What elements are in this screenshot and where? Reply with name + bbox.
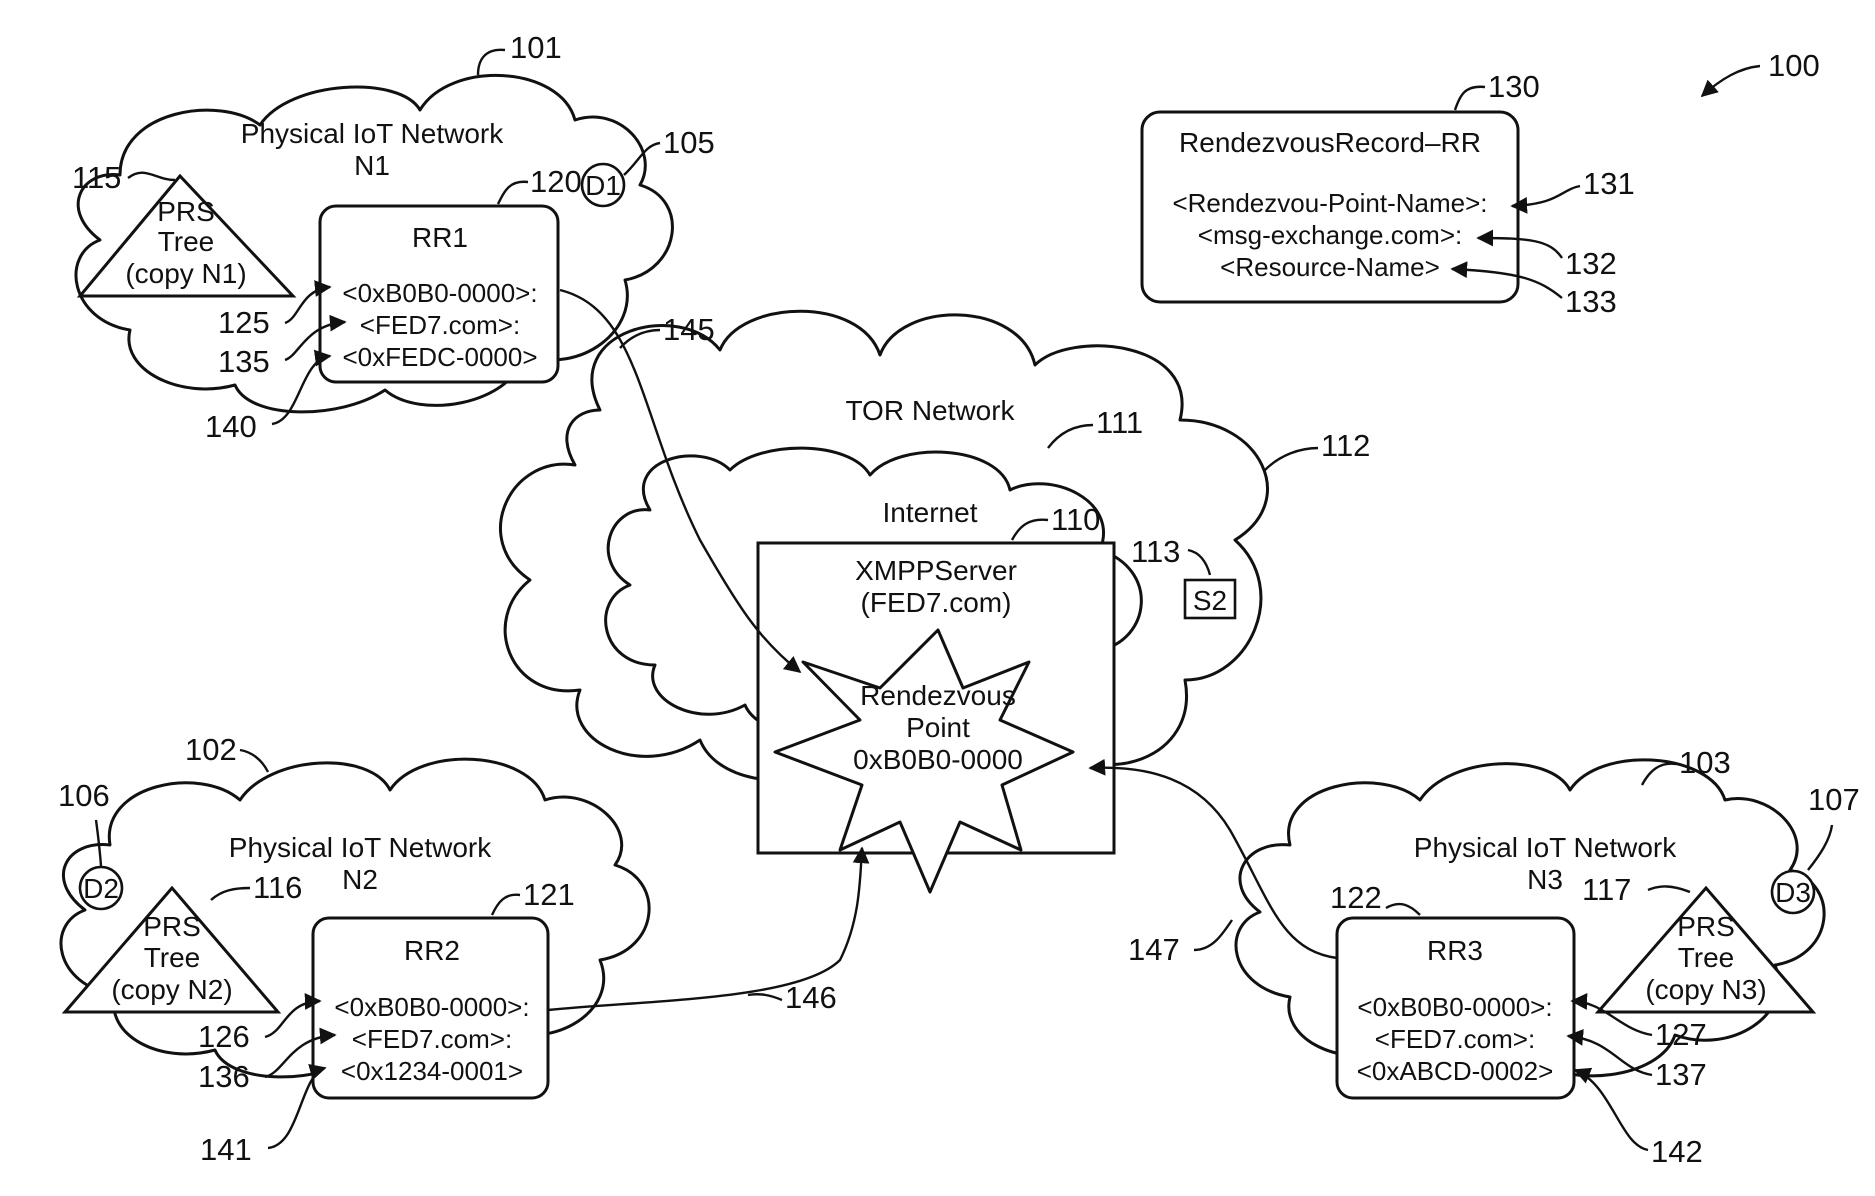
rr1-title: RR1: [412, 222, 468, 253]
prs-tree-n2-line1: PRS: [143, 911, 201, 942]
prs-tree-n2-line3: (copy N2): [111, 974, 232, 1005]
ref-137: 137: [1655, 1057, 1707, 1092]
leader-101: [478, 50, 505, 75]
rr2-title: RR2: [404, 935, 460, 966]
ref-122: 122: [1330, 880, 1382, 915]
network-n3-name: N3: [1527, 864, 1563, 895]
ref-125: 125: [218, 305, 270, 340]
internet-label: Internet: [883, 497, 978, 528]
network-n3-title: Physical IoT Network: [1414, 832, 1677, 863]
ref-116: 116: [253, 870, 302, 905]
ref-112: 112: [1321, 428, 1370, 463]
ref-115: 115: [72, 160, 121, 195]
ref-145: 145: [663, 312, 715, 347]
xmpp-server-line2: (FED7.com): [861, 587, 1012, 618]
xmpp-server-line1: XMPPServer: [855, 555, 1017, 586]
leader-107: [1808, 825, 1832, 870]
ref-101: 101: [510, 30, 562, 65]
prs-tree-n3-line1: PRS: [1677, 911, 1735, 942]
leader-102: [240, 750, 268, 772]
rr-line-3: <Resource-Name>: [1220, 252, 1440, 282]
rr-line-2: <msg-exchange.com>:: [1198, 220, 1462, 250]
prs-tree-n1-line3: (copy N1): [125, 258, 246, 289]
ref-132: 132: [1565, 246, 1617, 281]
ref-127: 127: [1655, 1017, 1707, 1052]
rr-line-1: <Rendezvou-Point-Name>:: [1172, 188, 1487, 218]
rr3-line-1: <0xB0B0-0000>:: [1357, 992, 1552, 1022]
rr3-line-3: <0xABCD-0002>: [1357, 1056, 1554, 1086]
ref-113: 113: [1131, 534, 1180, 569]
ref-130: 130: [1488, 69, 1540, 104]
network-n2-title: Physical IoT Network: [229, 832, 492, 863]
ref-107: 107: [1808, 782, 1860, 817]
network-n2-name: N2: [342, 864, 378, 895]
figure-100-arrow: [1702, 66, 1760, 96]
ref-131: 131: [1583, 166, 1635, 201]
ref-110: 110: [1051, 502, 1100, 537]
ref-103: 103: [1679, 745, 1731, 780]
prs-tree-n3-line2: Tree: [1678, 942, 1735, 973]
ref-100: 100: [1768, 48, 1820, 83]
prs-tree-n2-line2: Tree: [144, 942, 201, 973]
device-d3-label: D3: [1775, 877, 1811, 908]
rr2-line-3: <0x1234-0001>: [341, 1056, 523, 1086]
device-d1-label: D1: [585, 170, 621, 201]
ref-135: 135: [218, 344, 270, 379]
tor-network-label: TOR Network: [845, 395, 1015, 426]
rr3-title: RR3: [1427, 935, 1483, 966]
rr1-line-2: <FED7.com>:: [360, 310, 520, 340]
leader-130: [1455, 87, 1485, 110]
ref-133: 133: [1565, 284, 1617, 319]
rendezvous-line2: Point: [906, 712, 970, 743]
leader-146: [748, 994, 782, 1000]
prs-tree-n1-line2: Tree: [158, 226, 215, 257]
rr1-line-1: <0xB0B0-0000>:: [342, 278, 537, 308]
leader-112: [1265, 448, 1318, 470]
ref-106: 106: [58, 778, 110, 813]
ref-147: 147: [1128, 932, 1180, 967]
rr2-line-2: <FED7.com>:: [352, 1024, 512, 1054]
ref-126: 126: [198, 1019, 250, 1054]
ref-121: 121: [523, 877, 575, 912]
ref-105: 105: [663, 125, 715, 160]
ref-141: 141: [200, 1132, 252, 1167]
rr2-line-1: <0xB0B0-0000>:: [334, 992, 529, 1022]
rendezvous-line3: 0xB0B0-0000: [853, 744, 1023, 775]
leader-147: [1194, 920, 1232, 950]
network-n1-name: N1: [354, 150, 390, 181]
ref-142: 142: [1651, 1134, 1703, 1169]
network-n1-title: Physical IoT Network: [241, 118, 504, 149]
rendezvous-line1: Rendezvous: [860, 680, 1016, 711]
ref-136: 136: [198, 1059, 250, 1094]
s2-label: S2: [1193, 585, 1227, 616]
device-d2-label: D2: [83, 873, 119, 904]
ref-117: 117: [1582, 872, 1631, 907]
ref-146: 146: [785, 980, 837, 1015]
rr1-line-3: <0xFEDC-0000>: [342, 342, 537, 372]
ref-140: 140: [205, 409, 257, 444]
ref-111: 111: [1096, 405, 1143, 440]
pointer-131: [1512, 186, 1580, 206]
rendezvous-record-title: RendezvousRecord–RR: [1179, 127, 1481, 158]
prs-tree-n3-line3: (copy N3): [1645, 974, 1766, 1005]
rr3-line-2: <FED7.com>:: [1375, 1024, 1535, 1054]
pointer-142: [1575, 1070, 1648, 1150]
prs-tree-n1-line1: PRS: [157, 196, 215, 227]
ref-102: 102: [185, 732, 237, 767]
ref-120: 120: [530, 164, 582, 199]
